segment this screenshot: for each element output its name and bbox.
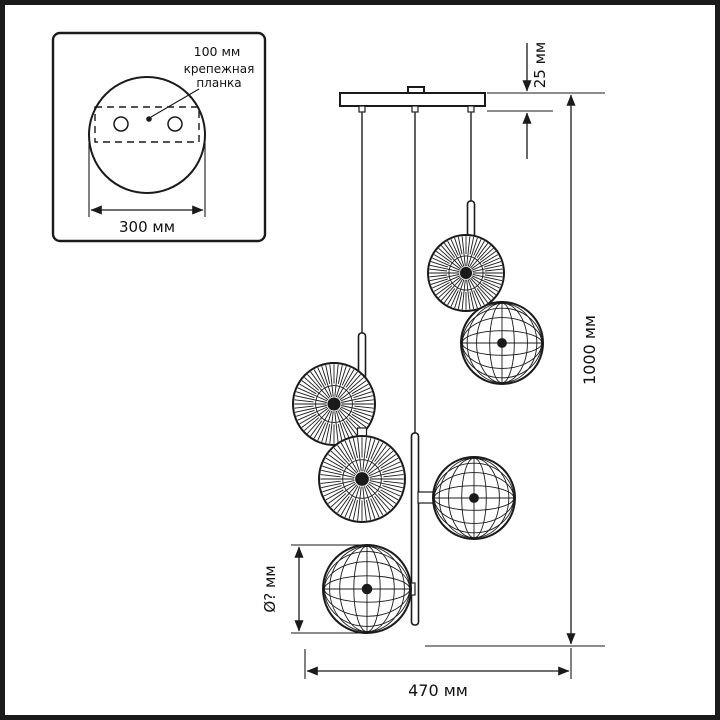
ceiling-plate bbox=[339, 86, 486, 113]
glass-shade-petal bbox=[318, 435, 406, 523]
dim-overall-width: 470 мм bbox=[304, 648, 572, 700]
inset-label-300mm: 300 мм bbox=[119, 218, 175, 236]
inset-label-bracket-2: планка bbox=[196, 76, 241, 90]
dim-label-diameter: Ø? мм bbox=[261, 565, 279, 612]
dim-overall-height: 1000 мм bbox=[425, 94, 605, 647]
inset-label-bracket-1: крепежная bbox=[184, 62, 255, 76]
dim-canopy-height: 25 мм bbox=[487, 42, 605, 159]
dim-label-470mm: 470 мм bbox=[408, 681, 468, 700]
drop-right bbox=[427, 112, 544, 385]
leader-line bbox=[150, 88, 200, 118]
dim-shade-diameter: Ø? мм bbox=[261, 544, 361, 634]
glass-shade-petal bbox=[427, 234, 505, 312]
dim-label-25mm: 25 мм bbox=[531, 42, 549, 89]
canopy-top-view bbox=[88, 76, 206, 194]
mounting-bracket-outline bbox=[94, 106, 200, 143]
glass-shade-mesh bbox=[322, 544, 412, 634]
mounting-hole-right bbox=[167, 116, 183, 132]
drop-left bbox=[292, 112, 406, 523]
glass-shade-mesh bbox=[460, 301, 544, 385]
inset-detail: 100 мм крепежная планка 300 мм bbox=[51, 31, 267, 243]
glass-shade-mesh bbox=[432, 456, 516, 540]
inset-label-100mm: 100 мм bbox=[194, 44, 241, 59]
center-point bbox=[146, 116, 152, 122]
shade-fitting bbox=[417, 491, 435, 504]
glass-shade-petal bbox=[292, 362, 376, 446]
mounting-hole-left bbox=[113, 116, 129, 132]
dimension-diagram: 25 мм 1000 мм 470 мм Ø? мм bbox=[51, 31, 605, 700]
drop-middle bbox=[322, 112, 516, 634]
dim-label-1000mm: 1000 мм bbox=[580, 315, 599, 385]
lamp-rod bbox=[410, 432, 420, 626]
